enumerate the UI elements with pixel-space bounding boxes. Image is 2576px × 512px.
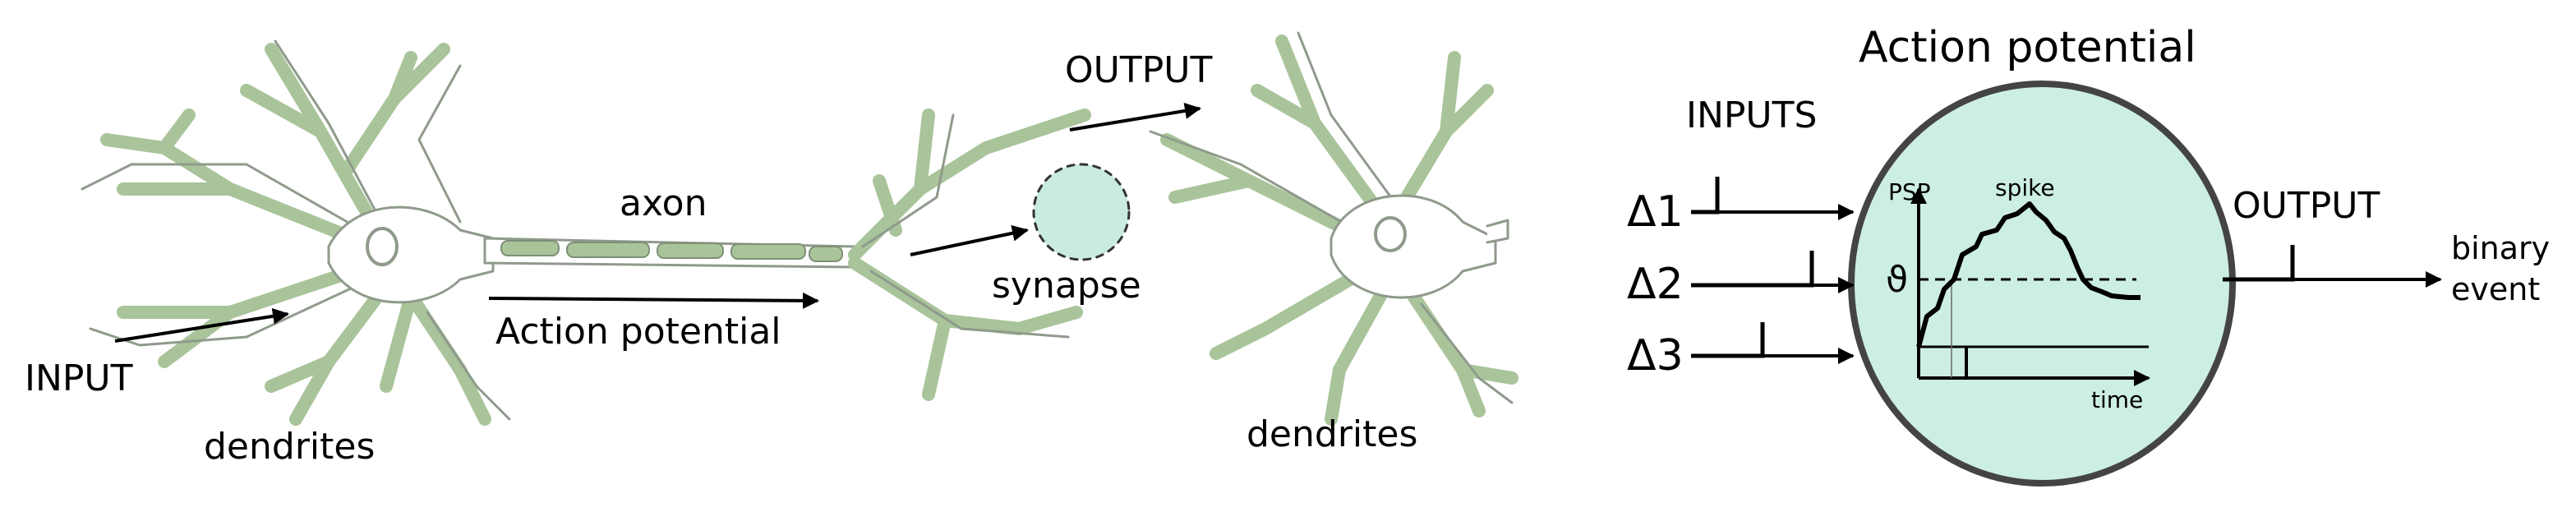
- dendrites-right-label: dendrites: [1247, 413, 1417, 455]
- psp-x-label: time: [2091, 386, 2143, 413]
- input-arrow: [114, 307, 289, 343]
- threshold-symbol: ϑ: [1886, 259, 1908, 301]
- left-nucleus: [366, 227, 399, 266]
- inputs-label: INPUTS: [1686, 95, 1817, 136]
- input-delta-1: Δ1: [1627, 187, 1684, 237]
- right-dendrite-tree: [1160, 35, 1518, 426]
- input-delta-2: Δ2: [1627, 260, 1684, 309]
- psp-y-label: PSP: [1888, 178, 1931, 205]
- model-cell: [1848, 81, 2236, 487]
- action-potential-arrow: [488, 292, 819, 309]
- psp-trace: [1916, 201, 2141, 348]
- synapse-arrow: [910, 224, 1029, 256]
- myelin-sheath: [500, 240, 843, 262]
- right-nucleus: [1374, 216, 1407, 252]
- synapse-label: synapse: [992, 265, 1141, 307]
- model-title: Action potential: [1859, 23, 2196, 72]
- binary-event-line2: event: [2451, 271, 2540, 307]
- right-axon-stub: [1486, 219, 1509, 244]
- axon-label: axon: [620, 182, 707, 224]
- output-arrow-left: [1069, 103, 1201, 131]
- binary-event-line1: binary: [2451, 230, 2550, 266]
- output-label-left: OUTPUT: [1065, 49, 1212, 91]
- left-soma: [327, 205, 495, 304]
- spike-label: spike: [1995, 174, 2055, 201]
- input-label: INPUT: [25, 357, 133, 399]
- dendrites-left-label: dendrites: [204, 426, 375, 468]
- output-label-right: OUTPUT: [2233, 185, 2380, 227]
- axon-terminal-outline: [861, 113, 1070, 339]
- right-soma: [1329, 194, 1497, 299]
- model-neuron: Action potential INPUTS Δ1 Δ2 Δ3 PSP: [1627, 23, 2550, 487]
- input-spikes: [1691, 177, 1814, 358]
- synapse-circle: [1032, 163, 1131, 261]
- axon-terminal: [848, 108, 1091, 401]
- left-dendrite-outline: [81, 39, 511, 421]
- action-potential-label: Action potential: [495, 311, 781, 353]
- input-delta-3: Δ3: [1627, 331, 1684, 381]
- right-dendrite-outline: [1149, 31, 1514, 404]
- left-neuron: [81, 31, 1518, 426]
- left-dendrite-tree: [100, 43, 491, 426]
- input-arrows: [1717, 204, 1855, 364]
- psp-plot: PSP time spike ϑ: [1886, 174, 2150, 413]
